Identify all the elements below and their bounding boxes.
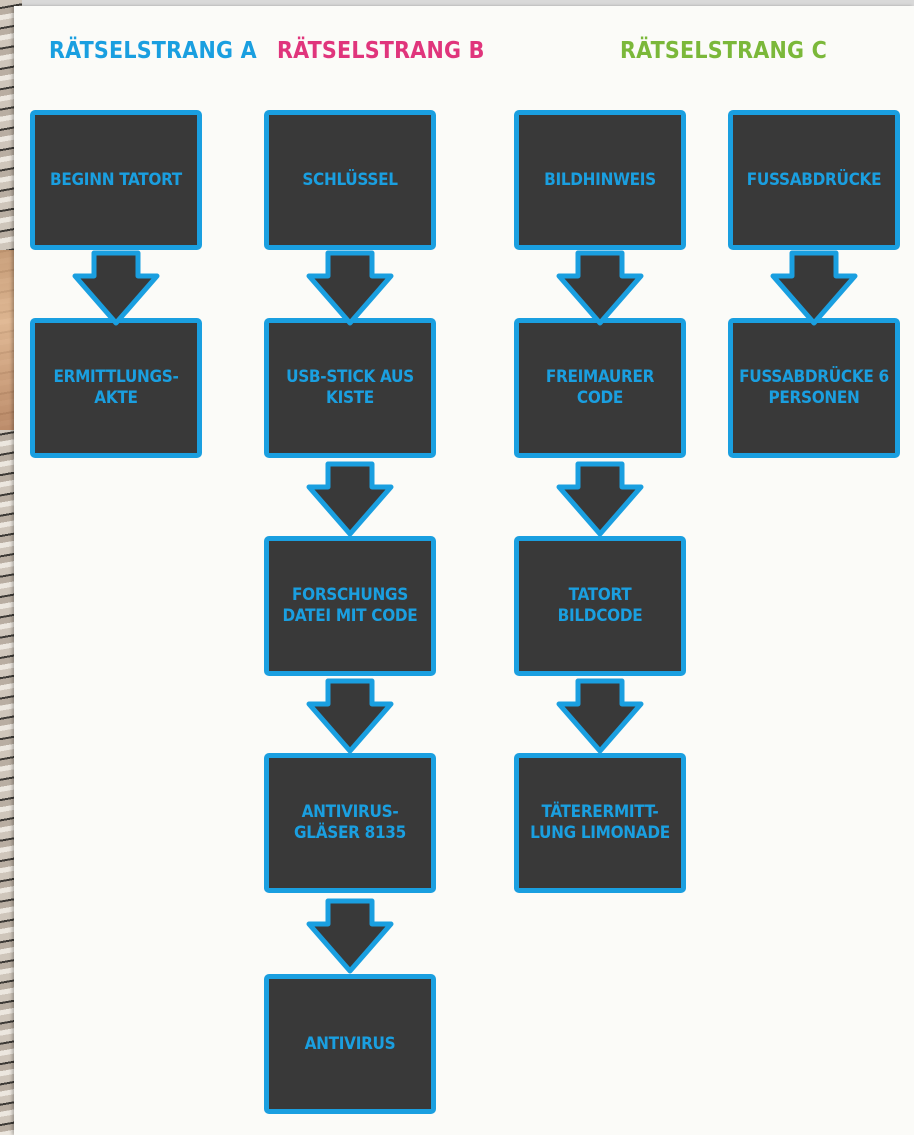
step-c4-label: TÄTERERMITT-LUNG LIMONADE: [525, 802, 675, 844]
heading-strand-b: RÄTSELSTRANG B: [277, 38, 485, 72]
arrow-down-icon: [71, 250, 161, 326]
step-a1-box: BEGINN TATORT: [30, 110, 202, 250]
arrow-down-icon: [769, 250, 859, 326]
arrow-down-icon: [555, 250, 645, 326]
step-a2-box: ERMITTLUNGS-AKTE: [30, 318, 202, 458]
flowchart-sheet: RÄTSELSTRANG A RÄTSELSTRANG B RÄTSELSTRA…: [14, 6, 914, 1135]
step-a1-label: BEGINN TATORT: [50, 170, 182, 191]
step-d1-box: FUßABDRÜCKE: [728, 110, 900, 250]
step-b3-box: FORSCHUNGS DATEI MIT CODE: [264, 536, 436, 676]
arrow-down-icon: [555, 461, 645, 537]
step-a2-label: ERMITTLUNGS-AKTE: [41, 367, 191, 409]
arrow-down-icon: [555, 678, 645, 754]
step-c3-box: TATORT BILDCODE: [514, 536, 686, 676]
step-d2-label: FUßABDRÜCKE 6 PERSONEN: [739, 367, 889, 409]
step-b2-label: USB-STICK AUS KISTE: [275, 367, 425, 409]
step-b3-label: FORSCHUNGS DATEI MIT CODE: [275, 585, 425, 627]
step-b4-label: ANTIVIRUS-GLÄSER 8135: [275, 802, 425, 844]
step-c2-label: FREIMAURER CODE: [525, 367, 675, 409]
arrow-down-icon: [305, 461, 395, 537]
step-b5-box: ANTIVIRUS: [264, 974, 436, 1114]
step-b2-box: USB-STICK AUS KISTE: [264, 318, 436, 458]
step-d2-box: FUßABDRÜCKE 6 PERSONEN: [728, 318, 900, 458]
step-c3-label: TATORT BILDCODE: [525, 585, 675, 627]
step-c4-box: TÄTERERMITT-LUNG LIMONADE: [514, 753, 686, 893]
step-b4-box: ANTIVIRUS-GLÄSER 8135: [264, 753, 436, 893]
step-d1-label: FUßABDRÜCKE: [747, 170, 881, 191]
step-b5-label: ANTIVIRUS: [305, 1034, 396, 1055]
heading-strand-c: RÄTSELSTRANG C: [620, 38, 827, 72]
step-c1-box: BILDHINWEIS: [514, 110, 686, 250]
heading-strand-a: RÄTSELSTRANG A: [49, 38, 257, 72]
step-c1-label: BILDHINWEIS: [544, 170, 656, 191]
arrow-down-icon: [305, 898, 395, 974]
step-c2-box: FREIMAURER CODE: [514, 318, 686, 458]
arrow-down-icon: [305, 250, 395, 326]
arrow-down-icon: [305, 678, 395, 754]
step-b1-box: SCHLÜSSEL: [264, 110, 436, 250]
step-b1-label: SCHLÜSSEL: [302, 170, 397, 191]
